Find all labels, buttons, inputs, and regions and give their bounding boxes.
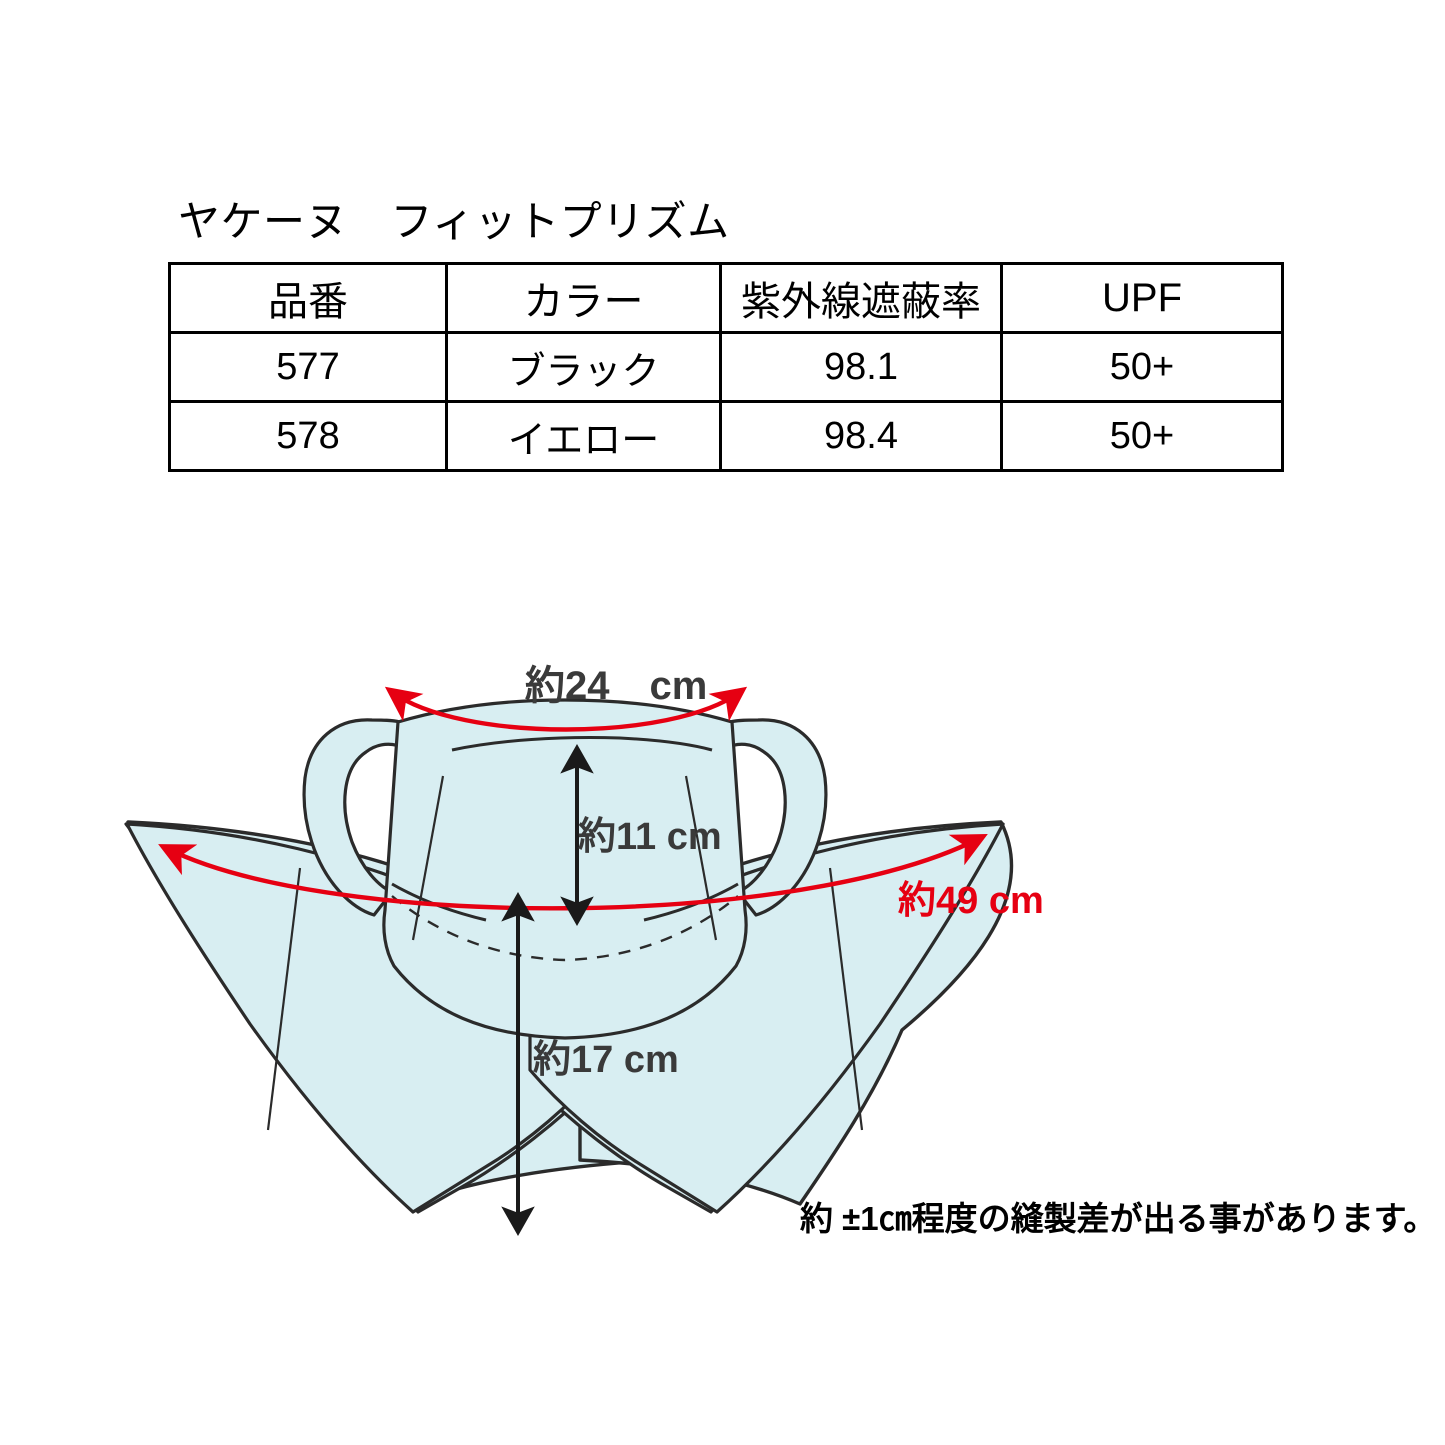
column-header-color: カラー — [445, 262, 722, 334]
column-header-upf: UPF — [1000, 262, 1284, 334]
sewing-tolerance-note: 約 ±1㎝程度の縫製差が出る事があります。 — [800, 1200, 1437, 1237]
cell-hinban: 577 — [168, 331, 448, 403]
cell-uv-rate: 98.1 — [719, 331, 1003, 403]
dimension-label-11cm: 約11 cm — [578, 816, 722, 858]
mask-panel — [382, 698, 748, 1040]
spec-table: 品番 カラー 紫外線遮蔽率 UPF 577 ブラック 98.1 50+ 578 … — [168, 262, 1284, 472]
dimension-label-49cm: 約49 cm — [898, 880, 1044, 922]
cell-upf: 50+ — [1000, 400, 1284, 472]
dimension-label-17cm: 約17 cm — [533, 1039, 679, 1081]
face-cover-diagram — [124, 686, 1014, 1236]
cell-upf: 50+ — [1000, 331, 1284, 403]
mask-top-stitch — [451, 736, 713, 752]
column-header-uv-rate: 紫外線遮蔽率 — [719, 262, 1003, 334]
cell-color: イエロー — [445, 400, 722, 472]
mask-hem-stitch-right — [643, 882, 739, 922]
table-header-row: 品番 カラー 紫外線遮蔽率 UPF — [168, 262, 1284, 334]
page-title: ヤケーヌ フィットプリズム — [178, 198, 730, 245]
cell-hinban: 578 — [168, 400, 448, 472]
table-row: 578 イエロー 98.4 50+ — [168, 400, 1284, 472]
dimension-label-24cm: 約24 cm — [525, 664, 708, 708]
table-row: 577 ブラック 98.1 50+ — [168, 331, 1284, 403]
cell-color: ブラック — [445, 331, 722, 403]
cell-uv-rate: 98.4 — [719, 400, 1003, 472]
column-header-hinban: 品番 — [168, 262, 448, 334]
dimension-arrow-24cm — [384, 686, 748, 732]
cape-seam-left — [266, 867, 302, 1131]
cape-seam-right — [828, 867, 864, 1131]
mask-dashed-seam — [391, 895, 739, 962]
